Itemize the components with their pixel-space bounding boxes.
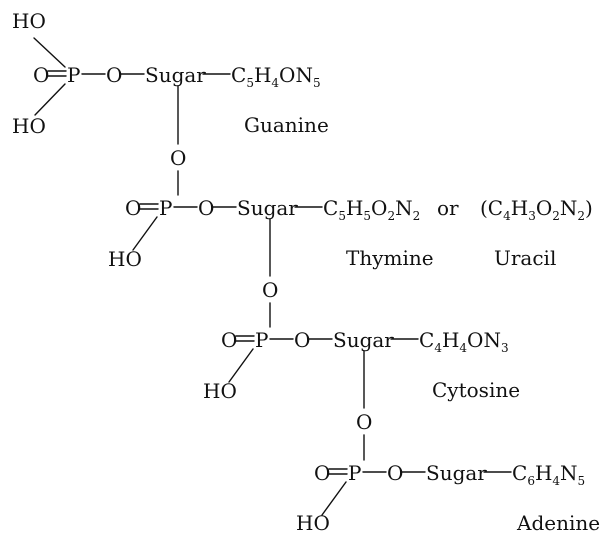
hydroxyl-top: HO bbox=[12, 9, 46, 33]
phosphorus-atom: P bbox=[67, 63, 80, 87]
sugar-label: Sugar bbox=[333, 328, 394, 352]
nucleotide-unit-adenine: O P O Sugar C6H4N5 HO Adenine bbox=[296, 461, 600, 535]
hydroxyl-bottom: HO bbox=[203, 379, 237, 403]
hydroxyl-bottom: HO bbox=[12, 114, 46, 138]
ester-oxygen: O bbox=[294, 328, 310, 352]
phosphorus-atom: P bbox=[255, 328, 268, 352]
bond-p-ho-bottom bbox=[228, 348, 254, 383]
nucleotide-unit-guanine: HO O P O Sugar C5H4ON5 Guanine HO O bbox=[12, 9, 329, 196]
double-bonded-oxygen: O bbox=[314, 461, 330, 485]
or-label: or bbox=[437, 196, 459, 220]
bridging-oxygen: O bbox=[170, 146, 186, 170]
phosphorus-atom: P bbox=[348, 461, 361, 485]
ester-oxygen: O bbox=[387, 461, 403, 485]
ester-oxygen: O bbox=[106, 63, 122, 87]
alt-base-formula: (C4H3O2N2) bbox=[480, 196, 593, 223]
base-formula: C4H4ON3 bbox=[419, 328, 509, 355]
bridging-oxygen: O bbox=[262, 278, 278, 302]
bond-p-ho-bottom bbox=[34, 83, 66, 116]
bond-p-ho-bottom bbox=[321, 481, 347, 516]
base-formula: C6H4N5 bbox=[512, 461, 585, 488]
double-bonded-oxygen: O bbox=[125, 196, 141, 220]
base-name: Guanine bbox=[244, 113, 329, 137]
nucleotide-unit-thymine: O P O Sugar C5H5O2N2 or (C4H3O2N2) Thymi… bbox=[108, 196, 593, 328]
sugar-label: Sugar bbox=[426, 461, 487, 485]
base-name: Adenine bbox=[516, 511, 600, 535]
base-formula: C5H4ON5 bbox=[231, 63, 321, 90]
sugar-label: Sugar bbox=[145, 63, 206, 87]
nucleotide-unit-cytosine: O P O Sugar C4H4ON3 Cytosine HO O bbox=[203, 328, 520, 461]
base-formula: C5H5O2N2 bbox=[323, 196, 420, 223]
ester-oxygen: O bbox=[198, 196, 214, 220]
alt-base-name: Uracil bbox=[494, 246, 556, 270]
hydroxyl-bottom: HO bbox=[296, 511, 330, 535]
base-name: Cytosine bbox=[432, 378, 520, 402]
phosphorus-atom: P bbox=[159, 196, 172, 220]
hydroxyl-bottom: HO bbox=[108, 247, 142, 271]
bridging-oxygen: O bbox=[356, 410, 372, 434]
bond-p-ho-bottom bbox=[132, 216, 158, 251]
double-bonded-oxygen: O bbox=[221, 328, 237, 352]
bond-ho-p-top bbox=[33, 37, 66, 68]
double-bonded-oxygen: O bbox=[33, 63, 49, 87]
base-name: Thymine bbox=[346, 246, 434, 270]
sugar-label: Sugar bbox=[237, 196, 298, 220]
